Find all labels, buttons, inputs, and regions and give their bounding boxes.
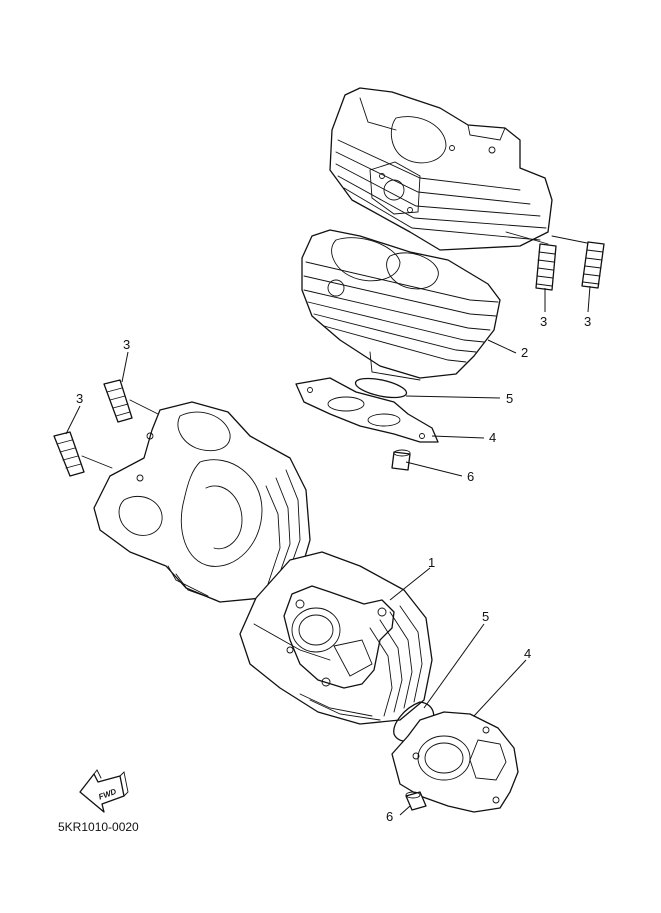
- leader-lines: [65, 285, 591, 816]
- stud-bolt-left-b: [53, 431, 113, 477]
- stud-bolt-right-a: [505, 231, 557, 291]
- cylinder-gasket-lower: [391, 711, 519, 813]
- callout-o-ring-lower: 5: [482, 609, 489, 624]
- callout-stud-bolt-right-b: 3: [584, 314, 591, 329]
- callout-labels: 3 3 2 5 4 6 3 3 1 5 4 6: [76, 314, 591, 824]
- rear-cylinder-head-phantom: [329, 87, 553, 251]
- rear-cylinder: [301, 229, 501, 381]
- callout-gasket-upper: 4: [489, 430, 496, 445]
- dowel-pin-lower: [405, 791, 427, 811]
- cylinder-gasket-upper: [295, 377, 439, 443]
- stud-bolt-right-b: [551, 235, 605, 289]
- callout-stud-bolt-left-a: 3: [123, 337, 130, 352]
- diagram-code: 5KR1010-0020: [58, 820, 139, 834]
- callout-gasket-lower: 4: [524, 646, 531, 661]
- dowel-pin-upper: [391, 449, 411, 471]
- o-ring-upper: [354, 377, 408, 399]
- callout-stud-bolt-left-b: 3: [76, 391, 83, 406]
- fwd-arrow-icon: FWD: [79, 769, 129, 813]
- callout-front-cylinder: 1: [428, 555, 435, 570]
- stud-bolt-left-a: [103, 379, 159, 423]
- callout-dowel-pin-lower: 6: [386, 809, 393, 824]
- callout-o-ring-upper: 5: [506, 391, 513, 406]
- front-cylinder: [239, 551, 433, 725]
- callout-dowel-pin-upper: 6: [467, 469, 474, 484]
- callout-rear-cylinder: 2: [521, 345, 528, 360]
- callout-stud-bolt-right-a: 3: [540, 314, 547, 329]
- front-cylinder-head-phantom: [93, 401, 311, 603]
